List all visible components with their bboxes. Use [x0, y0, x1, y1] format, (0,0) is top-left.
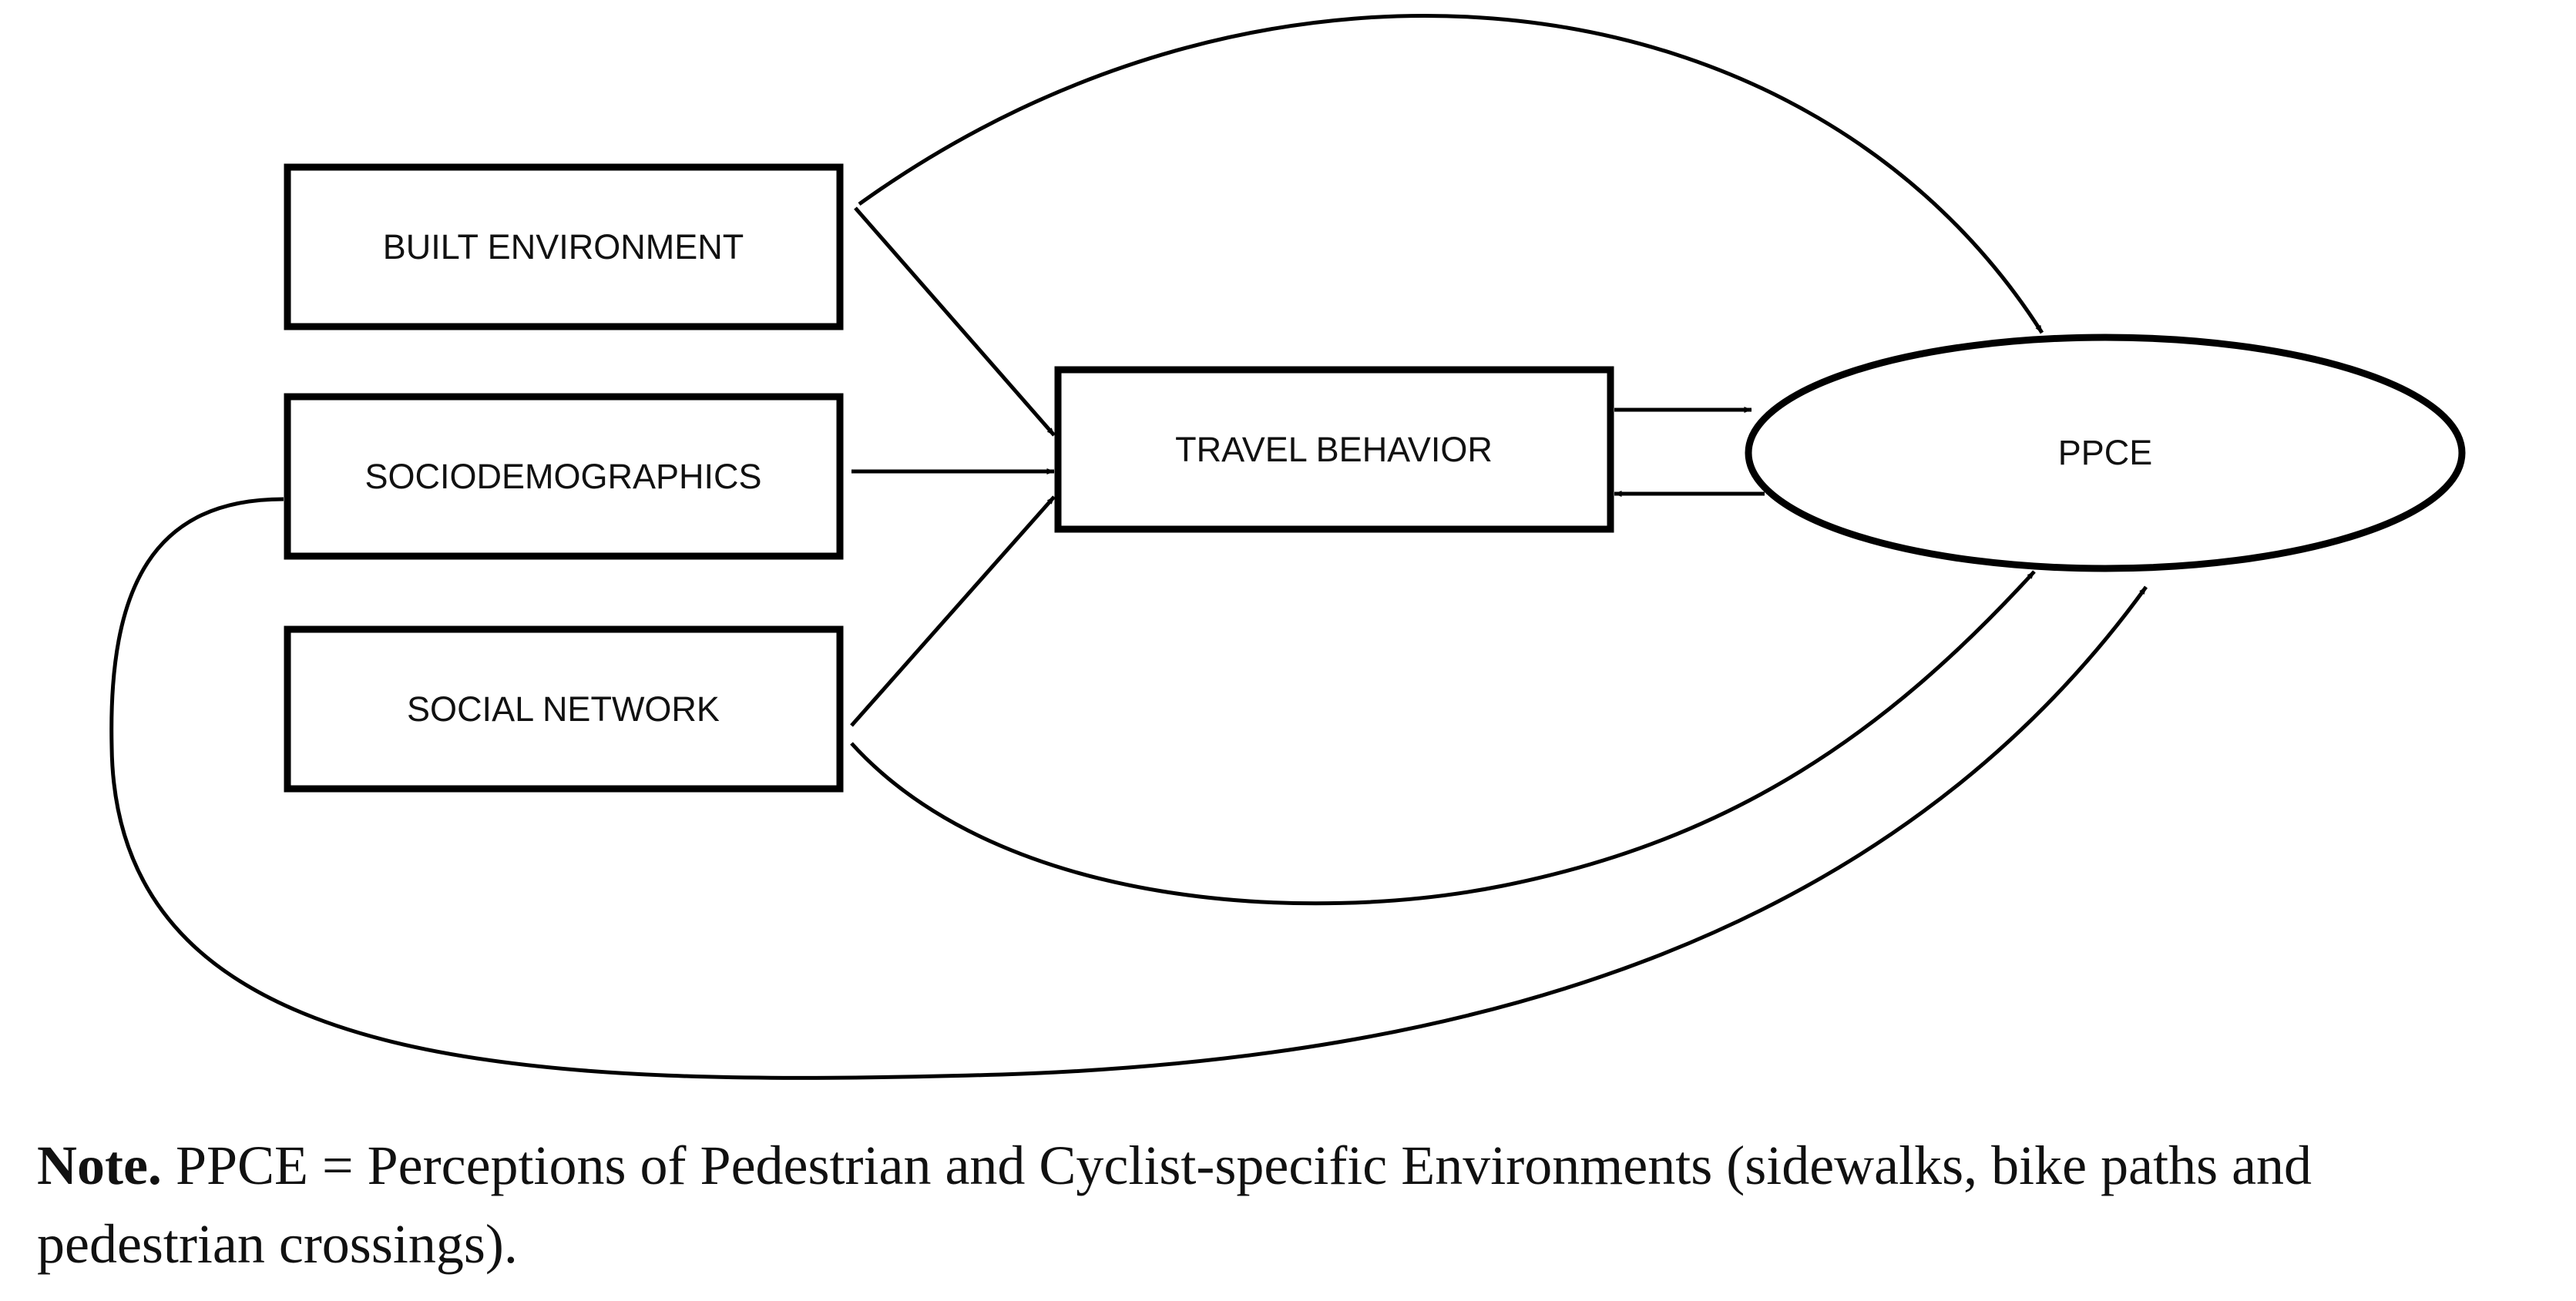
node-sociodemographics: SOCIODEMOGRAPHICS: [284, 393, 844, 560]
node-ppce-label: PPCE: [2058, 433, 2153, 472]
arrow-built-environment-to-ppce: [858, 13, 2044, 334]
node-built-environment-label: BUILT ENVIRONMENT: [383, 227, 744, 267]
figure-note: Note. PPCE = Perceptions of Pedestrian a…: [37, 1126, 2549, 1283]
note-text: PPCE = Perceptions of Pedestrian and Cyc…: [37, 1135, 2312, 1275]
node-built-environment: BUILT ENVIRONMENT: [284, 163, 844, 330]
node-travel-behavior-label: TRAVEL BEHAVIOR: [1175, 430, 1493, 469]
node-travel-behavior: TRAVEL BEHAVIOR: [1054, 366, 1614, 533]
note-label: Note.: [37, 1135, 162, 1196]
node-social-network: SOCIAL NETWORK: [284, 625, 844, 793]
arrow-sociodemographics-to-ppce: [109, 497, 2148, 1080]
arrow-built-environment-to-travel-behavior: [854, 206, 1056, 437]
arrow-social-network-to-travel-behavior: [850, 495, 1056, 727]
node-sociodemographics-label: SOCIODEMOGRAPHICS: [364, 457, 761, 496]
node-social-network-label: SOCIAL NETWORK: [407, 689, 720, 729]
node-ppce: PPCE: [1745, 334, 2466, 572]
arrow-social-network-to-ppce: [850, 570, 2036, 906]
